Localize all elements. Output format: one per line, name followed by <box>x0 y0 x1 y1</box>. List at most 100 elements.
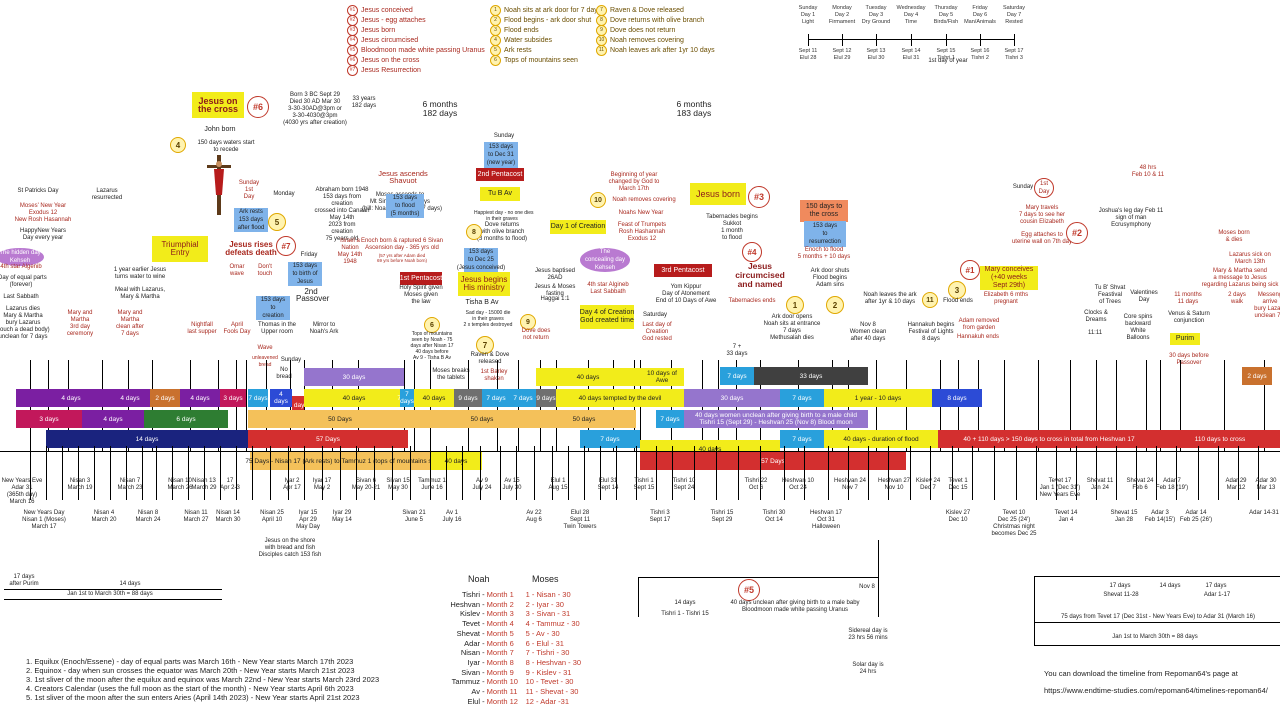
event-holy-spirit: Holy Spirit given Moses given the law <box>399 285 443 305</box>
separator: - <box>480 687 487 696</box>
separator: - <box>480 696 487 706</box>
note-line: 4. Creators Calendar (uses the full moon… <box>26 684 354 693</box>
axis-tick <box>1176 446 1177 500</box>
noah-month-name: Av <box>471 687 480 696</box>
span-line-3 <box>638 577 878 578</box>
date-label-bottom: Elul 28 Sept 11 Twin Towers <box>563 510 597 530</box>
axis-tick <box>188 446 189 500</box>
month-word: Month <box>486 628 508 638</box>
duration-bar: 40 days women unclean after giving birth… <box>684 410 868 428</box>
six-months-1: 6 months 182 days <box>422 99 458 118</box>
date-label-top: Iyar 2 Apr 17 <box>283 478 301 491</box>
week-tick <box>911 34 912 46</box>
axis-tick <box>534 446 535 500</box>
event-sunday-1st2: Sunday <box>1012 184 1034 190</box>
note-line: 1. Equilux (Enoch/Essene) - day of equal… <box>26 657 354 666</box>
duration-bar: 75 Days - Nisan 17 (Ark rests) to Tammuz… <box>245 452 445 470</box>
date-label-bottom: Nisan 8 March 24 <box>135 510 161 523</box>
duration-bar: 7 days <box>248 389 268 407</box>
axis-tick <box>516 446 517 500</box>
week-day-label: Friday Day 6 Man/Animals <box>964 5 996 25</box>
event-tick <box>1004 360 1005 451</box>
axis-tick <box>220 446 221 500</box>
axis-tick <box>1156 446 1157 500</box>
event-haggai: Haggai 1:1 <box>540 296 570 302</box>
event-box-ark-rests: Ark rests 153 days after flood <box>234 208 268 232</box>
date-label-top: Heshvan 10 Oct 24 <box>781 478 815 491</box>
event-tick <box>1224 360 1225 451</box>
event-enoch-flood: Enoch to flood 5 months + 10 days <box>797 247 851 260</box>
days-14b: 14 days <box>674 600 696 606</box>
event-box-dec31: 153 days to Dec 31 (new year) <box>484 142 518 168</box>
noah-header: Noah <box>468 574 490 584</box>
event-box-tubav: Tu B Av <box>480 187 520 201</box>
axis-tick <box>972 446 973 500</box>
event-ark-opens: Ark door opens Noah sits at entrance 7 d… <box>763 314 821 341</box>
event-mary-travels: Mary travels 7 days to see her cousin El… <box>1018 205 1066 225</box>
days-17: 17 days after Purim <box>9 574 39 587</box>
duration-bar: 50 days <box>432 410 532 428</box>
number-badge: 8 <box>466 224 482 240</box>
event-noahs-ny: Noahs New Year <box>618 210 664 216</box>
download-url[interactable]: https://www.endtime-studies.com/repoman6… <box>1044 686 1268 695</box>
legend-red-text: Jesus circumcised <box>361 37 419 44</box>
event-tick <box>246 360 247 451</box>
date-label-top: Tishri 10 Sept 24 <box>672 478 696 491</box>
six-months-2: 6 months 183 days <box>676 99 712 118</box>
event-trumpets: Feast of Trumpets Rosh Hashannah Exodus … <box>617 222 667 242</box>
date-label-top: Sivan 6 May 20-21 <box>351 478 381 491</box>
separator: - <box>480 609 487 619</box>
moses-header: Moses <box>532 574 559 584</box>
event-omar: Omar wave <box>229 264 245 277</box>
axis-tick <box>374 446 375 500</box>
duration-bar: 4 days <box>82 410 144 428</box>
duration-bar: 10 days of Awe <box>640 368 684 386</box>
event-thomas: Thomas in the Upper room <box>257 322 297 335</box>
month-word: Month <box>486 619 508 629</box>
date-label-bottom: Tishri 15 Sept 29 <box>710 510 734 523</box>
date-label-top: Adar 7 Feb 18 (19') <box>1155 478 1189 491</box>
separator: - <box>480 667 487 677</box>
week-day-label: Sunday Day 1 Light <box>798 5 818 25</box>
month-word: Month <box>486 657 508 667</box>
axis-tick <box>1056 446 1057 500</box>
moses-month: 5 - Av - 30 <box>525 628 560 638</box>
days-14c: 14 days <box>1159 583 1181 589</box>
axis-tick <box>848 446 849 500</box>
noah-month-name: Tevet <box>462 619 480 629</box>
axis-tick <box>126 446 127 500</box>
adar-range: Adar 1-17 <box>1203 592 1231 598</box>
jan-march: Jan 1st to March 30th = 88 days <box>67 591 153 597</box>
month-word: Month <box>486 638 508 648</box>
axis-tick <box>204 446 205 500</box>
axis-tick <box>1238 446 1239 500</box>
event-lazarus-dies: Lazarus dies Mary & Martha bury Lazarus … <box>0 306 50 340</box>
month-number: 8 <box>509 657 514 667</box>
axis-tick <box>340 446 341 500</box>
event-april-fools: April Fools Day <box>223 322 251 335</box>
event-sunday-31: Sunday <box>493 133 515 139</box>
duration-bar: 6 days <box>144 410 228 428</box>
duration-bar: 7 days <box>720 367 754 385</box>
duration-bar: 7 days <box>580 430 640 448</box>
legend-red-num: #7 <box>347 65 358 76</box>
month-number: 4 <box>509 619 514 629</box>
week-note: 1st day of year <box>928 58 968 64</box>
month-number: 1 <box>509 590 514 599</box>
date-label-top: Nisan 3 March 19 <box>67 478 93 491</box>
event-box-pentecost1: 1st Pentacost <box>400 272 442 285</box>
axis-tick <box>1136 446 1137 500</box>
event-messenger: Messeng arrive bury Lazaru unclean 7 d <box>1254 292 1280 319</box>
span-line-1 <box>4 589 222 590</box>
axis-tick <box>252 446 253 500</box>
month-word: Month <box>486 687 508 696</box>
legend-gold-text: Tops of mountains seen <box>504 57 578 64</box>
date-label-bottom: Iyar 29 May 14 <box>332 510 352 523</box>
sidereal-day: Sidereal day is 23 hrs 56 mins <box>848 628 888 641</box>
number-badge: 2 <box>826 296 844 314</box>
date-label-top: Tishri 22 Oct 6 <box>744 478 768 491</box>
event-box-flood153: 153 days to flood (5 months) <box>386 194 424 218</box>
